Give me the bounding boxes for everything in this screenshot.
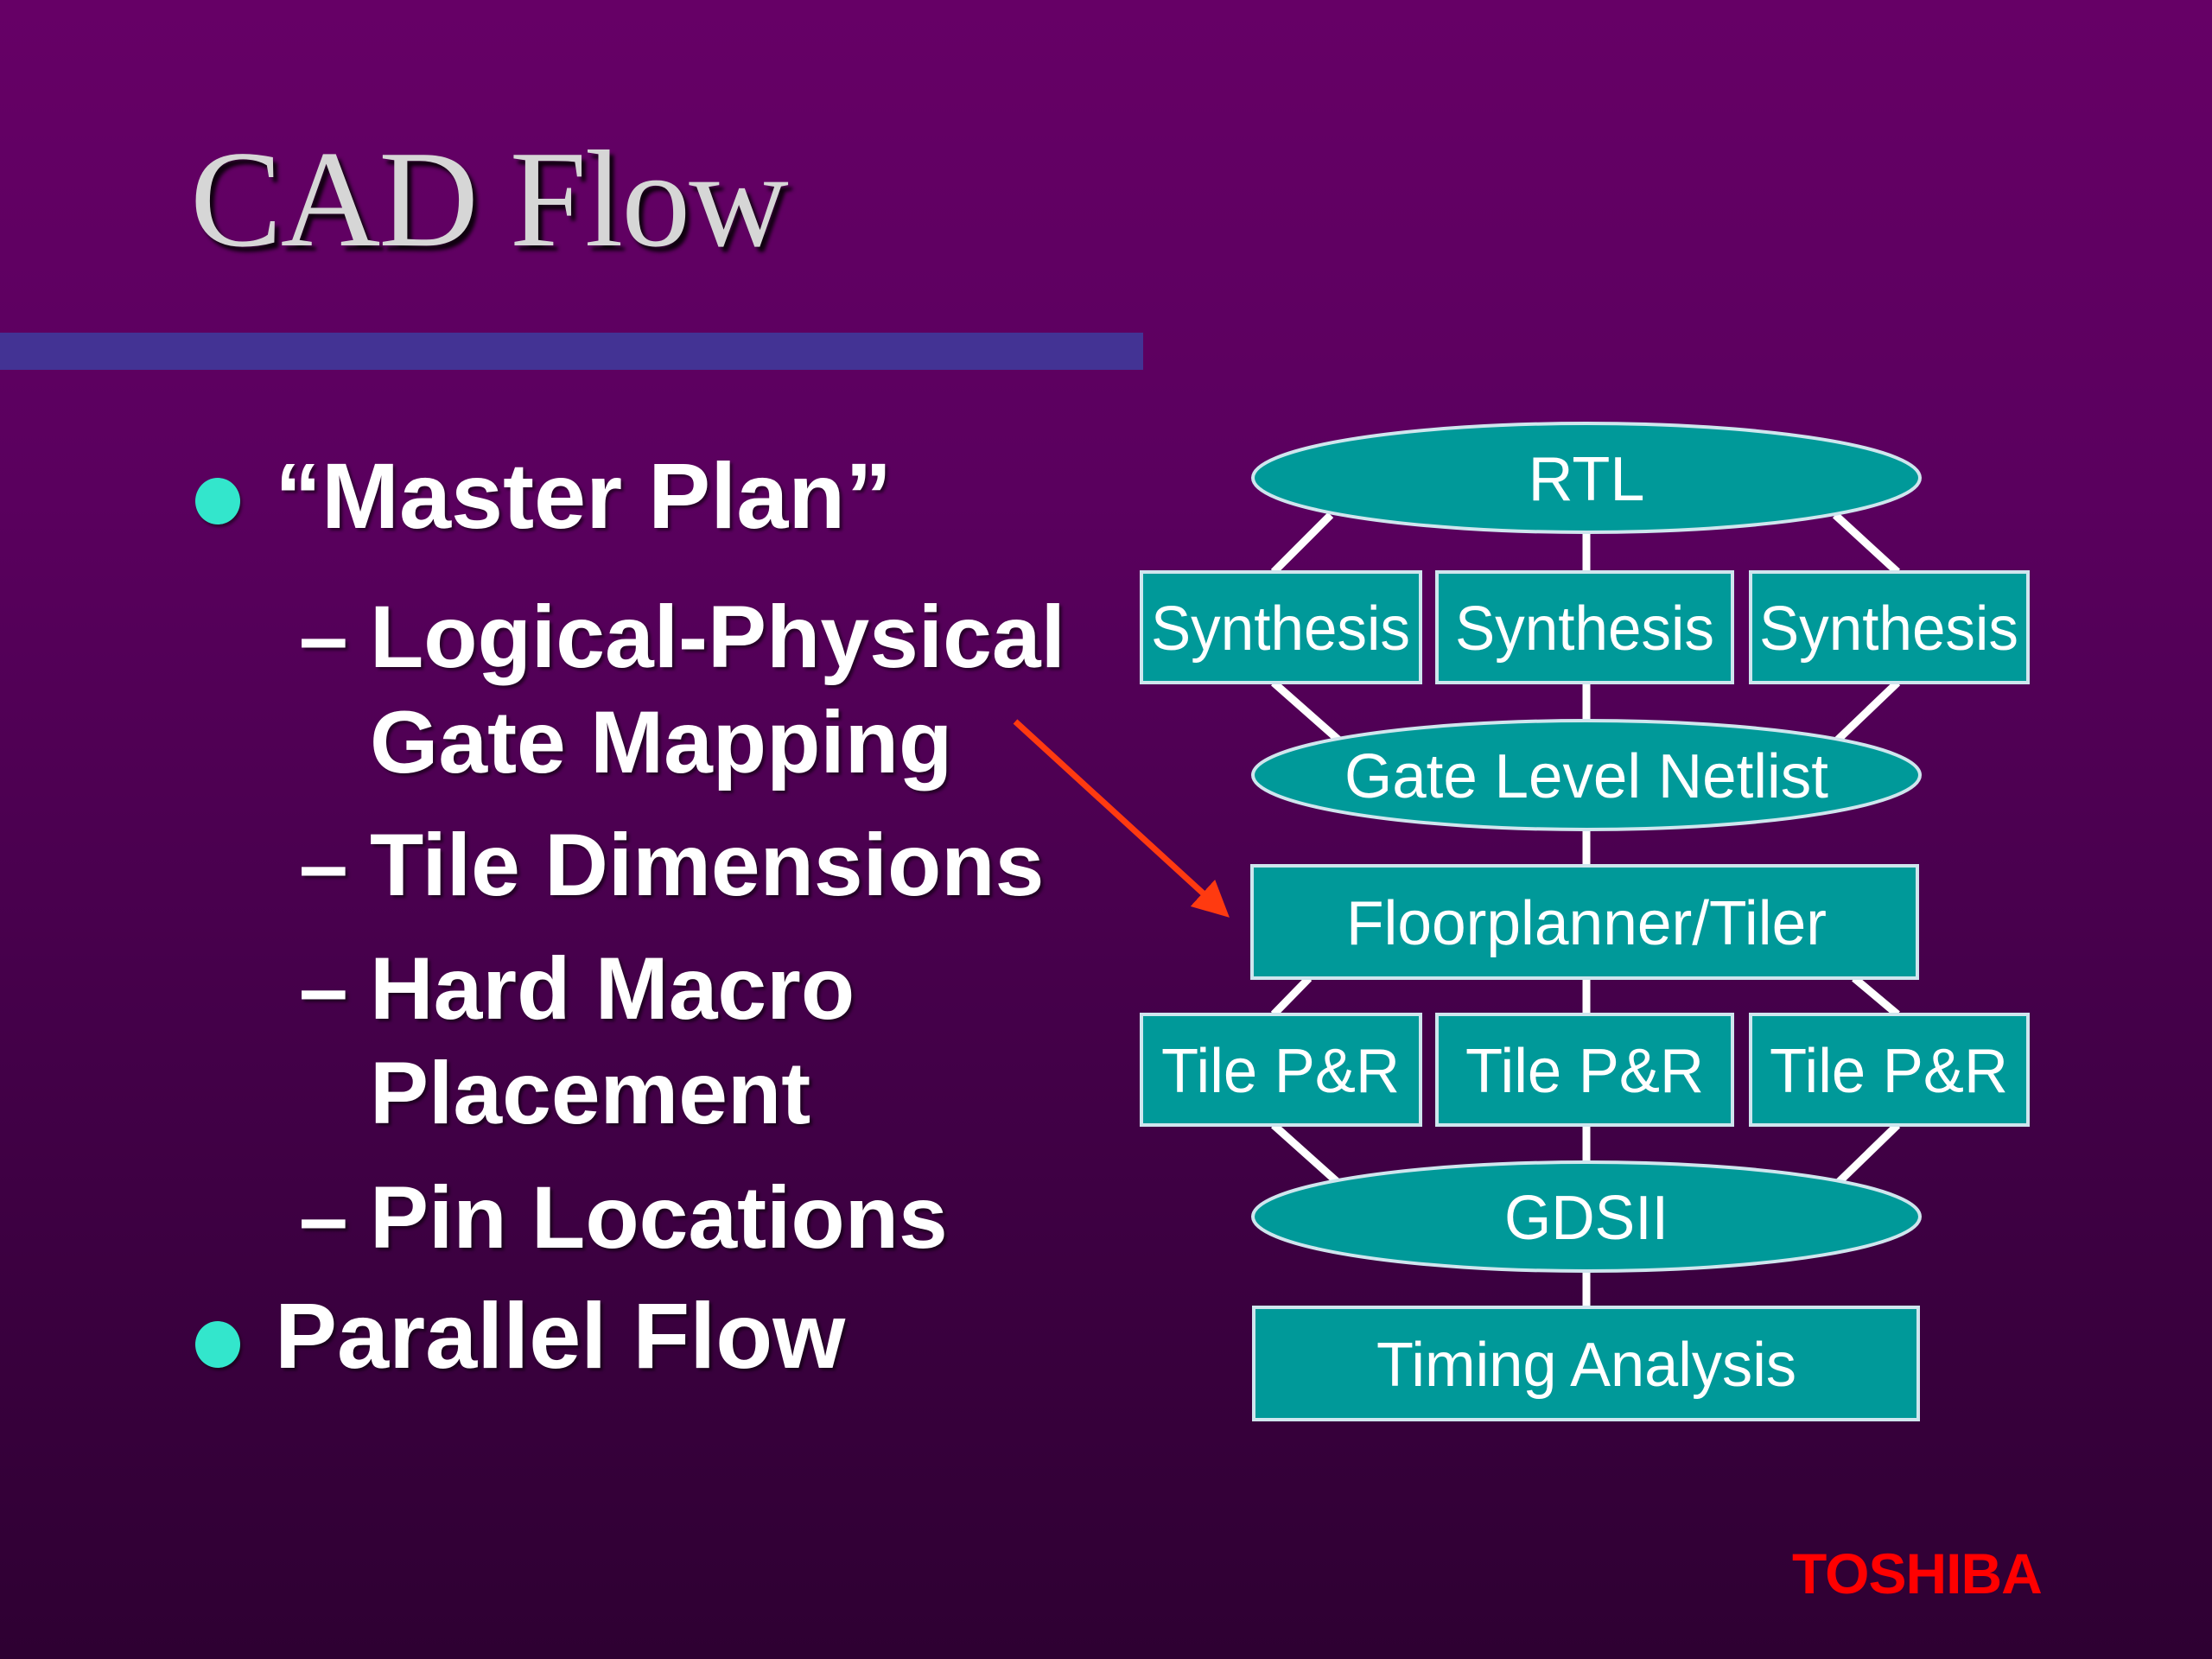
bullet-master-plan: “Master Plan” (275, 443, 893, 548)
node-tile-pr-2: Tile P&R (1435, 1013, 1734, 1127)
node-tile-pr-2-label: Tile P&R (1465, 1037, 1704, 1106)
dash-marker: – (299, 816, 348, 914)
node-tile-pr-1-shape (1140, 1013, 1422, 1127)
connectors (1270, 512, 1901, 1307)
dash-marker: – (299, 588, 348, 686)
node-synthesis-2: Synthesis (1435, 570, 1734, 684)
slide-title: CAD Flow (190, 122, 789, 276)
node-synthesis-1: Synthesis (1140, 570, 1422, 684)
node-rtl: RTL (1251, 422, 1922, 534)
subitem-pin-locations: – Pin Locations (299, 1173, 948, 1262)
subitem-text: Pin Locations (370, 1168, 948, 1267)
node-timing-analysis: Timing Analysis (1252, 1306, 1920, 1421)
node-synthesis-1-label: Synthesis (1151, 594, 1410, 664)
node-tile-pr-2-shape (1435, 1013, 1734, 1127)
edge-rtl-synth3 (1832, 512, 1901, 575)
node-floorplanner-tiler-label: Floorplanner/Tiler (1346, 889, 1827, 958)
subitem-gate-mapping: Gate Mapping (370, 698, 952, 786)
node-gdsii-shape (1251, 1160, 1922, 1273)
node-gate-level-netlist: Gate Level Netlist (1251, 719, 1922, 831)
node-timing-analysis-label: Timing Analysis (1376, 1331, 1796, 1400)
title-underline-bar (0, 333, 1143, 370)
node-synthesis-3-shape (1749, 570, 2030, 684)
node-tile-pr-3-label: Tile P&R (1770, 1037, 2008, 1106)
bullet-dot-icon (195, 478, 240, 524)
node-gdsii: GDSII (1251, 1160, 1922, 1273)
edge-synth3-netlist (1834, 679, 1901, 744)
node-synthesis-2-label: Synthesis (1455, 594, 1714, 664)
subitem-logical-physical: – Logical-Physical (299, 593, 1065, 681)
node-synthesis-1-shape (1140, 570, 1422, 684)
node-timing-analysis-shape (1252, 1306, 1920, 1421)
node-floorplanner-tiler: Floorplanner/Tiler (1250, 864, 1919, 980)
node-floorplanner-tiler-shape (1250, 864, 1919, 980)
node-rtl-shape (1251, 422, 1922, 534)
node-gdsii-label: GDSII (1504, 1184, 1669, 1253)
dash-marker: – (299, 939, 348, 1038)
node-tile-pr-1-label: Tile P&R (1161, 1037, 1400, 1106)
brand-logo: TOSHIBA (1792, 1541, 2043, 1605)
node-tile-pr-1: Tile P&R (1140, 1013, 1422, 1127)
subitem-hard-macro: – Hard Macro (299, 944, 855, 1033)
edge-rtl-synth1 (1270, 512, 1334, 575)
node-synthesis-3-label: Synthesis (1759, 594, 2018, 664)
dash-marker: – (299, 1168, 348, 1267)
node-gate-level-netlist-label: Gate Level Netlist (1344, 742, 1828, 811)
node-rtl-label: RTL (1529, 445, 1645, 514)
subitem-text: Logical-Physical (370, 588, 1065, 686)
edge-floorplanner-tile3 (1852, 975, 1900, 1018)
subitem-text: Placement (370, 1044, 811, 1142)
edge-synth1-netlist (1271, 679, 1342, 744)
subitem-text: Tile Dimensions (370, 816, 1045, 914)
subitem-text: Hard Macro (370, 939, 855, 1038)
annotation-arrow (1013, 719, 1230, 918)
subitem-text: Gate Mapping (370, 693, 953, 791)
edge-floorplanner-tile1 (1270, 975, 1313, 1018)
bullet-parallel-flow: Parallel Flow (275, 1283, 846, 1388)
edge-tile3-gdsii (1834, 1122, 1901, 1187)
node-synthesis-2-shape (1435, 570, 1734, 684)
node-synthesis-3: Synthesis (1749, 570, 2030, 684)
subitem-placement: Placement (370, 1049, 810, 1137)
edge-tile1-gdsii (1270, 1122, 1343, 1187)
node-tile-pr-3: Tile P&R (1749, 1013, 2030, 1127)
bullet-dot-icon (195, 1321, 240, 1368)
subitem-tile-dimensions: – Tile Dimensions (299, 821, 1044, 909)
node-tile-pr-3-shape (1749, 1013, 2030, 1127)
node-gate-level-netlist-shape (1251, 719, 1922, 831)
